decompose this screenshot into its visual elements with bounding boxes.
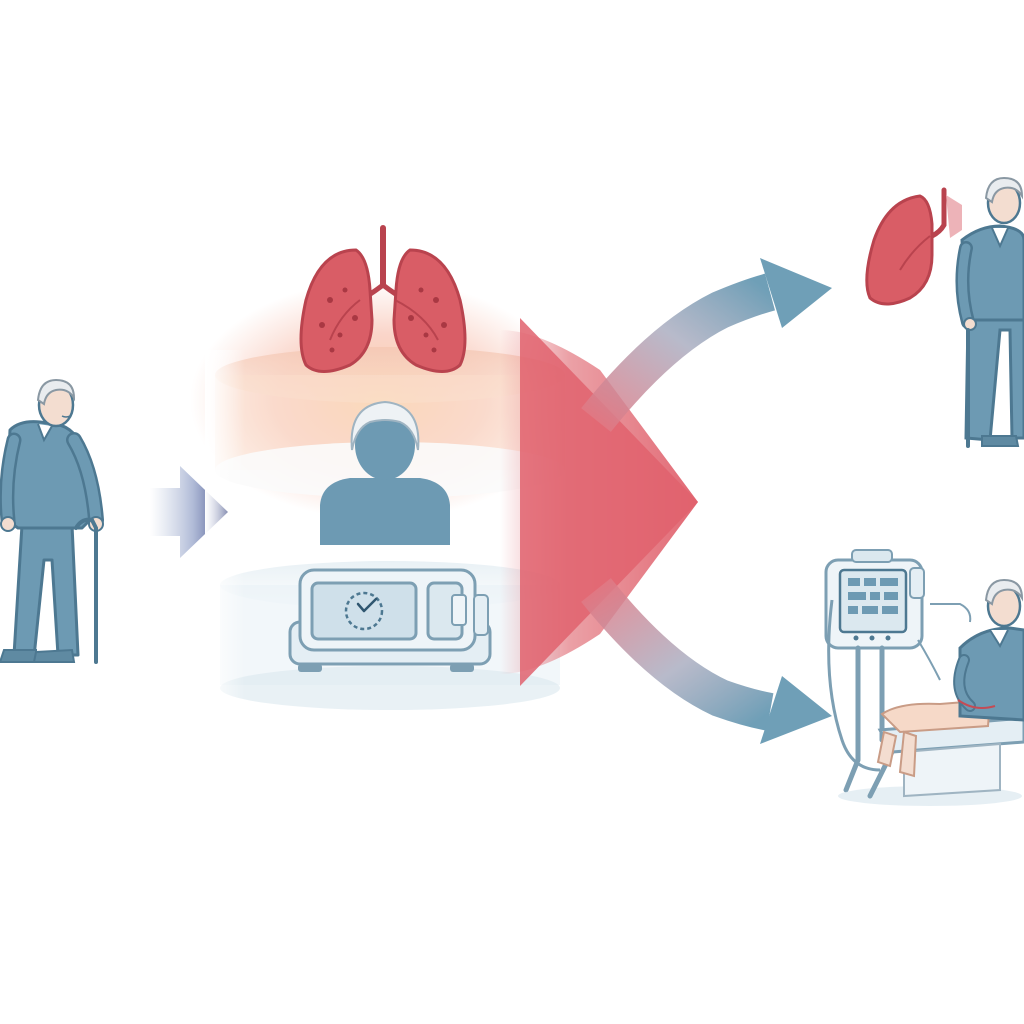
patient-silhouette-icon bbox=[320, 400, 450, 545]
clock-icon bbox=[344, 591, 384, 631]
curved-arrow-up bbox=[581, 258, 832, 432]
infusion-pump-device-icon bbox=[288, 568, 492, 672]
patient-in-treatment-chair bbox=[838, 578, 1024, 806]
curved-arrow-down bbox=[581, 578, 832, 744]
large-red-arrow bbox=[500, 318, 698, 686]
lungs-icon bbox=[299, 225, 467, 373]
elderly-man-with-cane bbox=[0, 378, 104, 664]
dialysis-machine-icon bbox=[824, 549, 972, 793]
input-arrow-icon bbox=[150, 466, 228, 558]
single-lung-icon bbox=[865, 187, 962, 306]
recovered-elderly-man bbox=[955, 176, 1024, 448]
